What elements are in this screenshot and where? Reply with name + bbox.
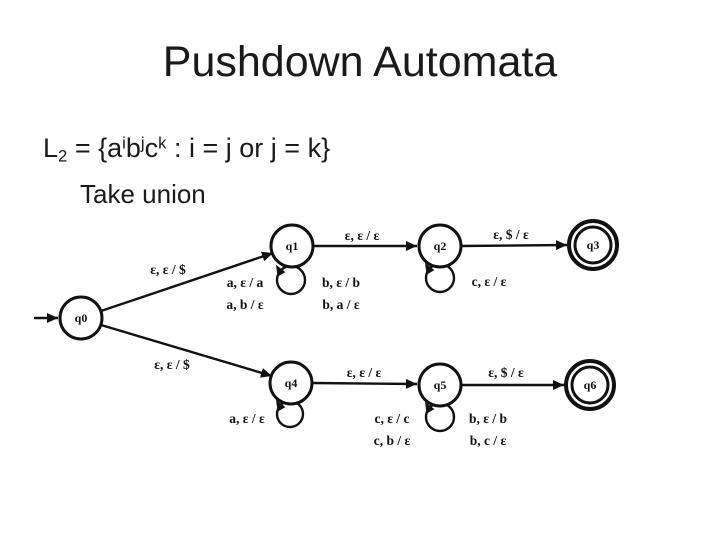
formula-equals: = {	[67, 133, 108, 163]
loop-label-q2-right-1: c, ε / ε	[472, 274, 507, 289]
state-q3-label: q3	[587, 238, 600, 252]
formula-sup-j: j	[140, 133, 145, 153]
formula-base: L	[43, 133, 59, 163]
loop-q5-arrowhead	[425, 401, 435, 414]
state-q1-circle	[269, 223, 315, 269]
edge-q4-q5	[311, 378, 418, 389]
language-definition: L2 = {aibjck : i = j or j = k}	[43, 133, 331, 166]
loop-label-q1-right-1: b, ε / b	[322, 275, 360, 290]
edge-q2-q3	[460, 240, 568, 251]
edge-label-q0-q1: ε, ε / $	[150, 262, 186, 277]
loop-q1-arrowhead	[276, 264, 286, 277]
loop-label-q5-right-2: b, c / ε	[470, 433, 507, 448]
formula-subscript: 2	[58, 146, 68, 166]
edge-label-q2-q3: ε, $ / ε	[493, 227, 529, 242]
loop-label-q5-right-1: b, ε / b	[469, 411, 507, 426]
state-q0-circle	[58, 295, 104, 341]
edge-q0-q4	[100, 323, 273, 378]
edge-q0-q1	[100, 251, 274, 313]
loop-q4-arrowhead	[276, 399, 286, 412]
state-q6-label: q6	[584, 378, 597, 392]
loop-q2-arrowhead	[425, 262, 435, 275]
edge-label-q1-q2: ε, ε / ε	[345, 228, 380, 243]
state-q4-circle	[268, 360, 314, 406]
loop-label-q4-left-1: a, ε / ε	[229, 411, 265, 426]
loop-label-q1-right-2: b, a / ε	[322, 297, 360, 312]
formula-condition: : i = j or j = k}	[166, 133, 331, 163]
slide-title: Pushdown Automata	[162, 38, 558, 86]
edge-label-q5-q6: ε, $ / ε	[488, 365, 524, 380]
loop-label-q1-left-1: a, ε / a	[227, 275, 264, 290]
edge-label-q0-q4: ε, ε / $	[154, 357, 190, 372]
state-q0-label: q0	[75, 311, 88, 325]
state-q6-circle-inner	[570, 365, 610, 405]
loop-label-q1-left-2: a, b / ε	[226, 297, 264, 312]
loop-label-q5-left-2: c, b / ε	[374, 433, 411, 448]
formula-term-c: c	[144, 133, 159, 163]
formula-term-a: a	[107, 133, 123, 163]
edge-label-q4-q5: ε, ε / ε	[347, 365, 382, 380]
loop-label-q5-left-1: c, ε / c	[374, 411, 409, 426]
formula-term-b: b	[125, 133, 141, 163]
state-q2-circle	[417, 223, 463, 269]
formula-sup-k: k	[158, 133, 167, 153]
state-q5-label: q5	[434, 378, 447, 392]
state-q5-circle	[417, 362, 463, 408]
state-q3-circle-inner	[573, 225, 613, 265]
take-union-label: Take union	[80, 179, 206, 209]
state-q4-label: q4	[285, 376, 298, 390]
state-q1-label: q1	[286, 239, 299, 253]
formula-sup-i: i	[122, 133, 126, 153]
state-q2-label: q2	[434, 239, 447, 253]
